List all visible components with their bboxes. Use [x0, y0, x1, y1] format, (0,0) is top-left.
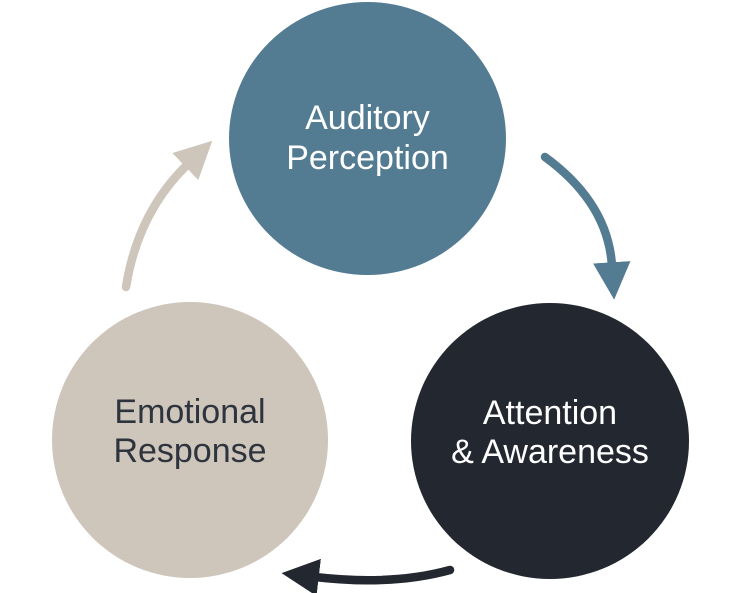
arrow-emotional-to-auditory	[121, 140, 213, 292]
node-label-auditory-perception: Auditory Perception	[286, 99, 449, 177]
node-label-emotional-response: Emotional Response	[113, 392, 267, 470]
arrow-auditory-to-attention	[540, 152, 631, 300]
node-attention-awareness: Attention & Awareness	[411, 303, 689, 579]
node-label-attention-awareness: Attention & Awareness	[451, 393, 649, 471]
arrow-attention-to-emotional	[281, 558, 455, 593]
node-emotional-response: Emotional Response	[52, 302, 328, 578]
node-auditory-perception: Auditory Perception	[229, 2, 506, 275]
